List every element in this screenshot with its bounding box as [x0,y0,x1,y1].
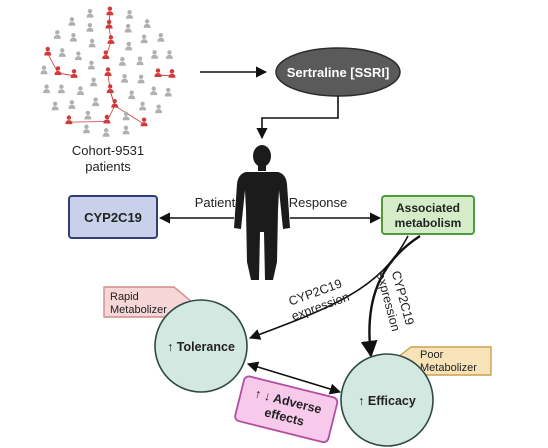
person-icon [87,60,95,70]
person-icon [155,104,163,114]
person-icon [57,84,65,94]
highlighted-person-icon [140,117,148,127]
response-label: Response [289,195,348,210]
rapid-tag-line2: Metabolizer [110,304,167,316]
metabolism-to-efficacy-arrow [360,234,421,358]
person-icon [165,50,173,59]
person-icon [157,33,165,42]
person-icon [124,23,132,33]
person-icon [128,90,136,100]
person-icon [68,17,76,26]
expression-left-group: CYP2C19 expression [287,276,351,323]
person-icon [118,56,126,66]
person-icon [86,23,94,32]
highlighted-person-icon [54,66,62,75]
network-link [108,26,112,42]
network-link [106,105,116,122]
metabolism-label-line2: metabolism [395,216,462,230]
network-link [68,121,107,123]
person-icon [92,97,100,107]
cohort-label-line2: patients [85,159,131,174]
adverse-effects-box [234,375,339,444]
person-icon [86,8,94,18]
drug-label: Sertraline [SSRI] [287,65,390,80]
efficacy-circle [340,353,434,447]
person-icon [126,10,134,19]
highlighted-person-icon [106,84,114,93]
person-icon [58,48,66,57]
patient-label: Patient [195,195,236,210]
person-icon [74,51,82,61]
patient-silhouette-icon [234,145,290,280]
person-icon [151,50,159,59]
network-link [109,90,116,106]
person-icon [40,65,48,75]
efficacy-label: ↑ Efficacy [358,394,416,408]
highlighted-person-icon [104,67,112,76]
cohort-label-line1: Cohort-9531 [72,143,144,158]
person-icon [121,73,129,83]
network-link [47,53,59,74]
highlighted-person-icon [103,114,111,124]
adverse-effects-group: ↑ ↓ Adverse effects [234,375,339,444]
highlighted-person-icon [168,69,176,78]
rapid-tag-line1: Rapid [110,291,139,303]
person-icon [139,101,147,111]
person-icon [125,41,133,51]
metabolism-label-line1: Associated [396,201,460,215]
person-icon [51,101,59,111]
expression-right-group: CYP2C19 expression [374,269,417,333]
person-icon [76,86,84,95]
person-icon [43,84,51,94]
tolerance-label: ↑ Tolerance [167,340,235,354]
metabolism-box [381,195,475,235]
gene-label: CYP2C19 [84,210,142,225]
person-icon [88,38,96,48]
person-icon [84,110,92,120]
tolerance-efficacy-double-arrow [246,361,342,395]
person-icon [164,87,172,97]
highlighted-person-icon [107,35,115,44]
highlighted-person-icon [65,115,73,125]
person-icon [137,74,145,84]
drug-to-patient-arrow [256,96,339,140]
gene-box [68,195,158,239]
highlighted-person-icon [44,46,52,56]
person-icon [122,111,130,121]
highlighted-person-icon [154,68,162,78]
poor-tag-line2: Metabolizer [420,362,477,374]
network-link [114,105,145,125]
person-icon [143,19,151,28]
person-icon [122,125,130,135]
person-icon [90,77,98,87]
person-icon [82,124,90,134]
highlighted-person-icon [105,19,113,29]
person-icon [69,32,77,42]
person-icon [140,34,148,44]
person-icon [102,128,110,137]
person-icon [136,56,144,66]
network-link [105,41,112,58]
cohort-network [40,6,176,137]
tolerance-circle [154,299,248,393]
highlighted-person-icon [102,50,110,60]
highlighted-person-icon [106,6,114,16]
person-icon [68,100,76,109]
highlighted-person-icon [111,98,119,108]
highlighted-person-icon [70,69,78,78]
person-icon [53,30,61,39]
poor-tag-line1: Poor [420,349,444,361]
person-icon [150,86,158,96]
